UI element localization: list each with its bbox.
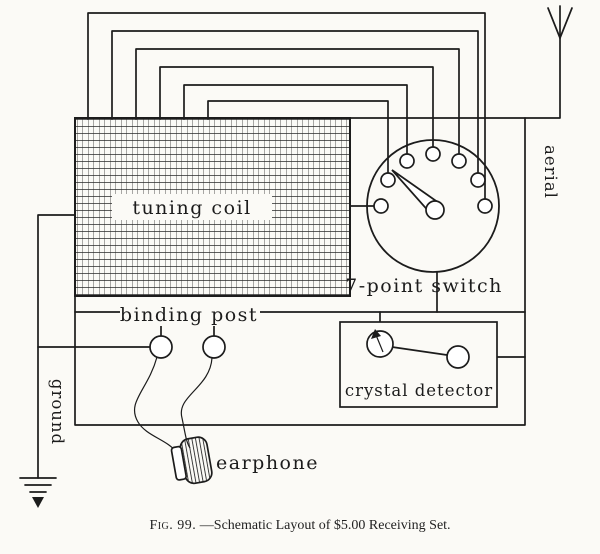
aerial-label: aerial bbox=[541, 145, 560, 199]
earphone-cord-right bbox=[180, 357, 213, 449]
figure-caption: Fig. 99. —Schematic Layout of $5.00 Rece… bbox=[149, 518, 450, 533]
earphone-cord-left bbox=[133, 356, 177, 453]
tuning-coil: tuning coil bbox=[74, 117, 351, 297]
ground-symbol bbox=[19, 477, 57, 508]
aerial-antenna: aerial bbox=[524, 5, 573, 199]
tuning-coil-label: tuning coil bbox=[132, 197, 251, 219]
antenna-icon bbox=[547, 5, 573, 39]
binding-posts: binding post bbox=[120, 302, 260, 359]
binding-post-right bbox=[202, 335, 226, 359]
tuning-coil-label-bg bbox=[112, 194, 272, 220]
binding-post-label-bg bbox=[120, 302, 260, 326]
earphone: earphone bbox=[133, 356, 319, 485]
binding-post-left bbox=[149, 335, 173, 359]
switch-contact-points bbox=[373, 146, 493, 214]
switch-knob bbox=[425, 200, 445, 220]
ground-lead: ground bbox=[19, 214, 151, 508]
earphone-label: earphone bbox=[216, 452, 319, 474]
tap-wire-loops bbox=[87, 12, 486, 200]
binding-post-label: binding post bbox=[120, 304, 258, 326]
crystal-detector-label: crystal detector bbox=[345, 381, 493, 400]
seven-point-switch: 7-point switch bbox=[345, 139, 503, 297]
detector-arrow-icon bbox=[371, 329, 381, 339]
detector-cup bbox=[446, 345, 470, 369]
earphone-body bbox=[170, 436, 213, 485]
crystal-detector: crystal detector bbox=[339, 311, 526, 408]
figure-caption-text: —Schematic Layout of $5.00 Receiving Set… bbox=[199, 518, 451, 533]
figure-caption-number: Fig. 99. bbox=[149, 518, 196, 533]
switch-label: 7-point switch bbox=[345, 275, 503, 297]
ground-label: ground bbox=[48, 379, 67, 445]
